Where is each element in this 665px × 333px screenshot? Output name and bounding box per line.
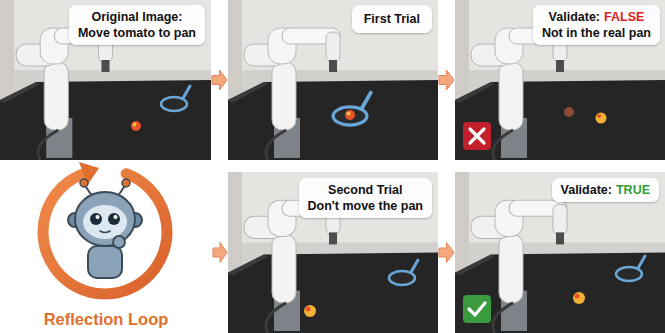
loop-node: Reflection Loop: [0, 166, 212, 333]
flow-arrow: [439, 243, 454, 263]
node-text: Original Image:: [91, 9, 182, 25]
node-text: Don't move the pan: [308, 198, 423, 214]
reflection-loop-icon: [43, 162, 167, 294]
node-text: Validate:: [549, 9, 600, 25]
photo-panel: Validate:TRUE: [455, 172, 665, 333]
node-text: Not in the real pan: [542, 25, 651, 41]
callout-box: Original Image:Move tomato to pan: [69, 5, 205, 45]
callout-line: Don't move the pan: [308, 198, 423, 214]
callout-line: Validate:FALSE: [542, 9, 651, 25]
callout-line: Validate:TRUE: [561, 182, 650, 198]
photo-second-trial: [228, 172, 438, 333]
photo-original: [0, 0, 211, 160]
photo-panel: Validate:FALSENot in the real pan: [455, 0, 665, 160]
callout-box: Second TrialDon't move the pan: [299, 178, 432, 218]
callout-line: Move tomato to pan: [78, 25, 196, 41]
flow-arrow: [439, 70, 454, 90]
node-text: TRUE: [616, 182, 650, 198]
photo-first-trial: [228, 0, 438, 160]
node-text: FALSE: [604, 9, 644, 25]
node-text: First Trial: [364, 11, 420, 27]
node-text: Validate:: [561, 182, 612, 198]
callout-box: Validate:FALSENot in the real pan: [533, 5, 660, 45]
callout-line: Original Image:: [78, 9, 196, 25]
loop-label: Reflection Loop: [0, 310, 212, 329]
callout-box: First Trial: [352, 5, 432, 33]
flow-arrow: [212, 70, 227, 90]
callout-line: Not in the real pan: [542, 25, 651, 41]
node-text: Reflection Loop: [44, 310, 169, 329]
photo-panel: First Trial: [228, 0, 438, 160]
flow-arrow: [213, 243, 227, 263]
photo-panel: Second TrialDon't move the pan: [228, 172, 438, 333]
node-text: Move tomato to pan: [78, 25, 196, 41]
fail-icon: [463, 122, 491, 150]
callout-box: Validate:TRUE: [552, 178, 659, 202]
photo-panel: Original Image:Move tomato to pan: [0, 0, 211, 160]
photo-validate-false: [455, 0, 665, 160]
success-icon: [463, 295, 491, 323]
callout-line: Second Trial: [308, 182, 423, 198]
node-text: Second Trial: [328, 182, 402, 198]
callout-line: First Trial: [364, 11, 420, 27]
photo-validate-true: [455, 172, 665, 333]
